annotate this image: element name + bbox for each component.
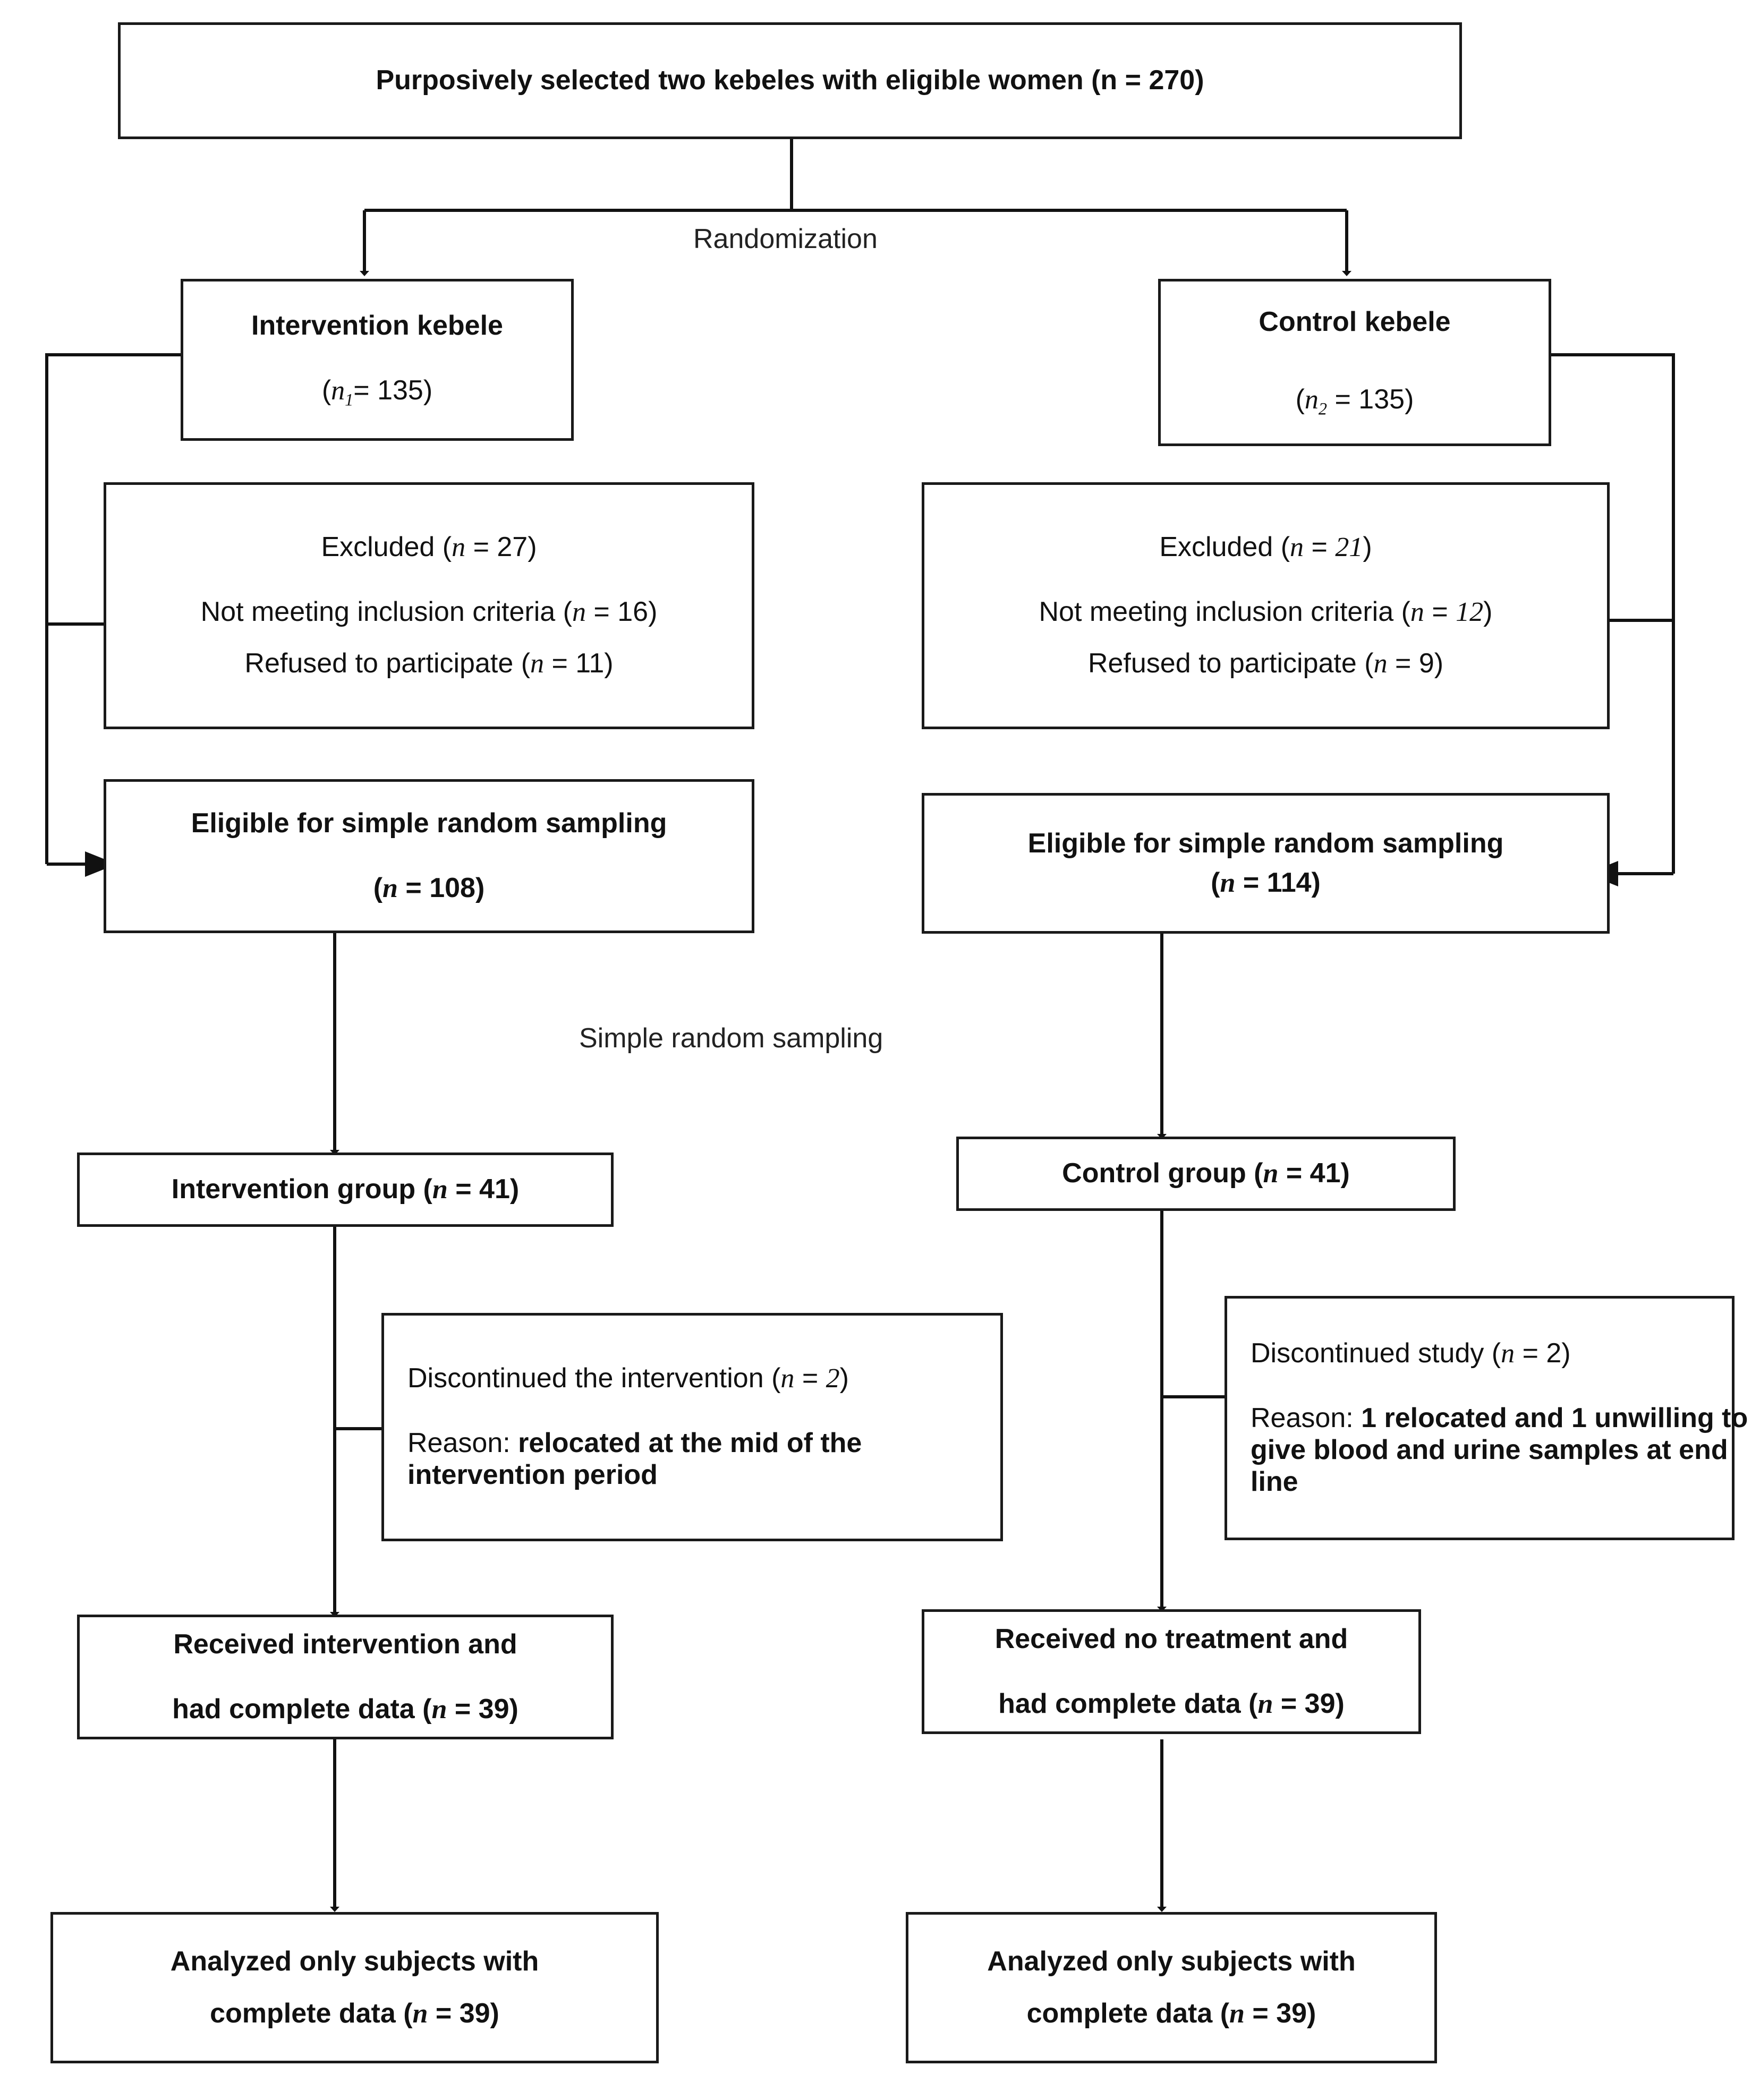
box-control-received: Received no treatment and had complete d… [922,1609,1421,1734]
box-control-kebele: Control kebele (n2 = 135) [1158,279,1551,446]
intervention-eligible-n: (n = 108) [373,873,485,903]
box-control-excluded: Excluded (n = 21) Not meeting inclusion … [922,482,1610,729]
control-eligible-title: Eligible for simple random sampling [1027,827,1504,859]
box-control-analyzed: Analyzed only subjects with complete dat… [906,1912,1437,2063]
box-intervention-received: Received intervention and had complete d… [77,1615,614,1739]
intervention-discontinued-title: Discontinued the intervention (n = 2) [407,1363,849,1394]
box-total-screened: Purposively selected two kebeles with el… [118,22,1462,139]
intervention-excluded-reason-1: Not meeting inclusion criteria (n = 16) [200,596,658,627]
control-excluded-title: Excluded (n = 21) [1159,531,1372,562]
intervention-analyzed-line-1: Analyzed only subjects with [170,1945,539,1977]
box-intervention-excluded: Excluded (n = 27) Not meeting inclusion … [104,482,754,729]
box-control-eligible: Eligible for simple random sampling (n =… [922,793,1610,934]
intervention-eligible-title: Eligible for simple random sampling [191,808,667,839]
intervention-kebele-n: (n1= 135) [321,374,433,409]
intervention-discontinued-reason: Reason: relocated at the mid of the inte… [407,1428,862,1490]
box-intervention-group: Intervention group (n = 41) [77,1153,614,1227]
box-intervention-kebele: Intervention kebele (n1= 135) [181,279,574,441]
box-intervention-discontinued: Discontinued the intervention (n = 2) Re… [381,1313,1003,1541]
total-screened-text: Purposively selected two kebeles with el… [376,65,1204,96]
intervention-excluded-reason-2: Refused to participate (n = 11) [244,648,614,679]
control-group-title: Control group (n = 41) [1062,1158,1350,1189]
control-excluded-reason-2: Refused to participate (n = 9) [1087,648,1444,679]
control-discontinued-title: Discontinued study (n = 2) [1251,1338,1571,1369]
control-analyzed-line-1: Analyzed only subjects with [987,1945,1356,1977]
intervention-kebele-title: Intervention kebele [251,310,503,341]
intervention-received-line-1: Received intervention and [173,1628,517,1660]
box-intervention-eligible: Eligible for simple random sampling (n =… [104,779,754,933]
label-simple-random-sampling: Simple random sampling [579,1023,883,1054]
intervention-group-title: Intervention group (n = 41) [171,1174,520,1205]
control-kebele-title: Control kebele [1259,306,1451,337]
label-randomization: Randomization [693,224,878,254]
control-analyzed-line-2: complete data (n = 39) [1026,1997,1316,2029]
control-received-line-1: Received no treatment and [994,1623,1348,1654]
intervention-received-line-2: had complete data (n = 39) [172,1693,518,1725]
intervention-excluded-title: Excluded (n = 27) [321,531,537,562]
box-control-discontinued: Discontinued study (n = 2) Reason: 1 rel… [1225,1296,1748,1540]
control-excluded-reason-1: Not meeting inclusion criteria (n = 12) [1039,596,1493,627]
control-received-line-2: had complete data (n = 39) [998,1688,1345,1719]
control-eligible-n: (n = 114) [1211,867,1321,898]
control-kebele-n: (n2 = 135) [1295,383,1414,419]
control-discontinued-reason: Reason: 1 relocated and 1 unwilling to g… [1251,1403,1748,1497]
box-control-group: Control group (n = 41) [956,1137,1456,1211]
intervention-analyzed-line-2: complete data (n = 39) [210,1997,499,2029]
box-intervention-analyzed: Analyzed only subjects with complete dat… [50,1912,659,2063]
